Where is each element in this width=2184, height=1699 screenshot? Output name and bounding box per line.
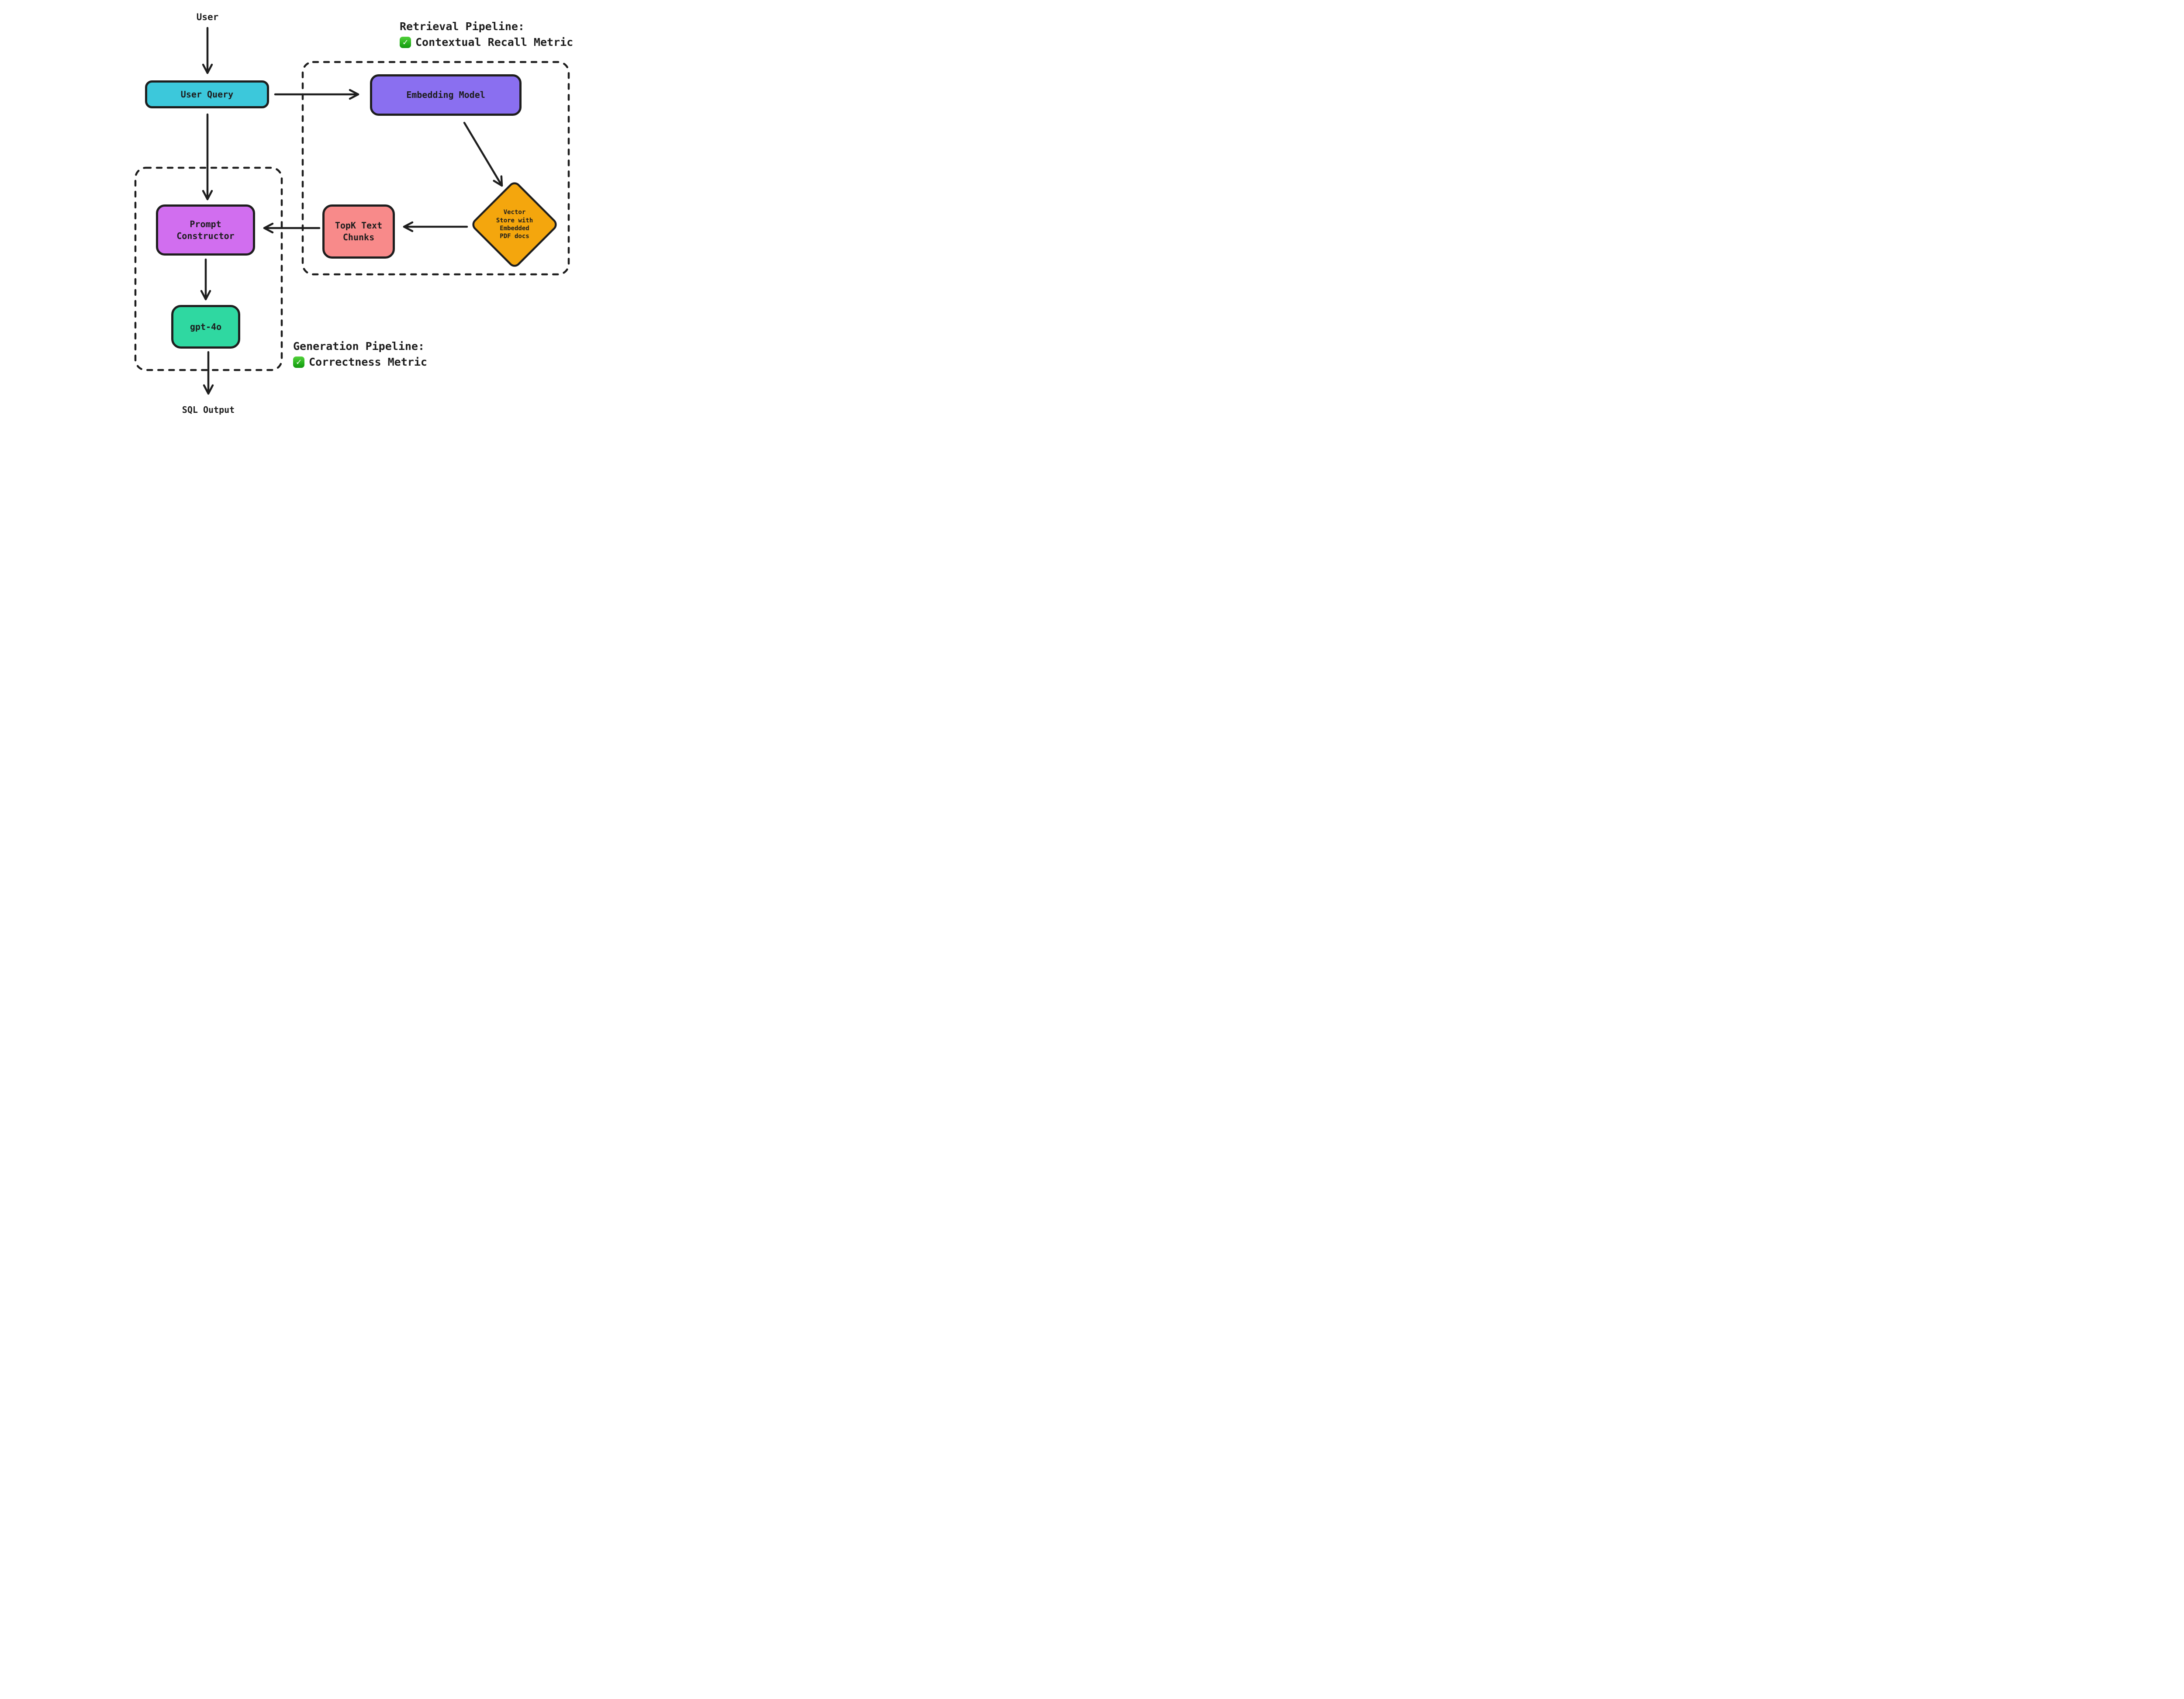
rag-pipeline-diagram: User SQL Output User Query Embedding Mod… bbox=[0, 0, 708, 425]
user-label: User bbox=[196, 12, 219, 22]
gpt4o-node: gpt-4o bbox=[171, 305, 240, 349]
sql-output-label: SQL Output bbox=[182, 405, 235, 415]
embedding-model-node: Embedding Model bbox=[370, 74, 522, 116]
diagram-connectors-layer bbox=[134, 27, 570, 395]
retrieval-pipeline-label: Retrieval Pipeline: ✓ Contextual Recall … bbox=[400, 19, 573, 49]
check-emoji-icon: ✓ bbox=[293, 356, 304, 368]
topk-text-chunks-node: TopK Text Chunks bbox=[322, 204, 395, 259]
vector-store-diamond bbox=[472, 182, 557, 267]
generation-metric-label: Correctness Metric bbox=[309, 356, 427, 368]
vector-store-label: Vector Store with Embedded PDF docs bbox=[496, 209, 533, 240]
generation-pipeline-title: Generation Pipeline: bbox=[293, 340, 425, 353]
retrieval-pipeline-group-box bbox=[301, 61, 570, 276]
retrieval-metric-label: Contextual Recall Metric bbox=[415, 36, 574, 48]
prompt-constructor-node: Prompt Constructor bbox=[156, 204, 255, 256]
arrow-embedding-model-to-vector-store bbox=[463, 121, 503, 187]
check-emoji-icon: ✓ bbox=[400, 36, 411, 48]
generation-pipeline-label: Generation Pipeline: ✓ Correctness Metri… bbox=[293, 339, 427, 369]
retrieval-pipeline-title: Retrieval Pipeline: bbox=[400, 20, 525, 33]
generation-pipeline-group-box bbox=[134, 166, 283, 371]
user-query-node: User Query bbox=[145, 80, 269, 108]
